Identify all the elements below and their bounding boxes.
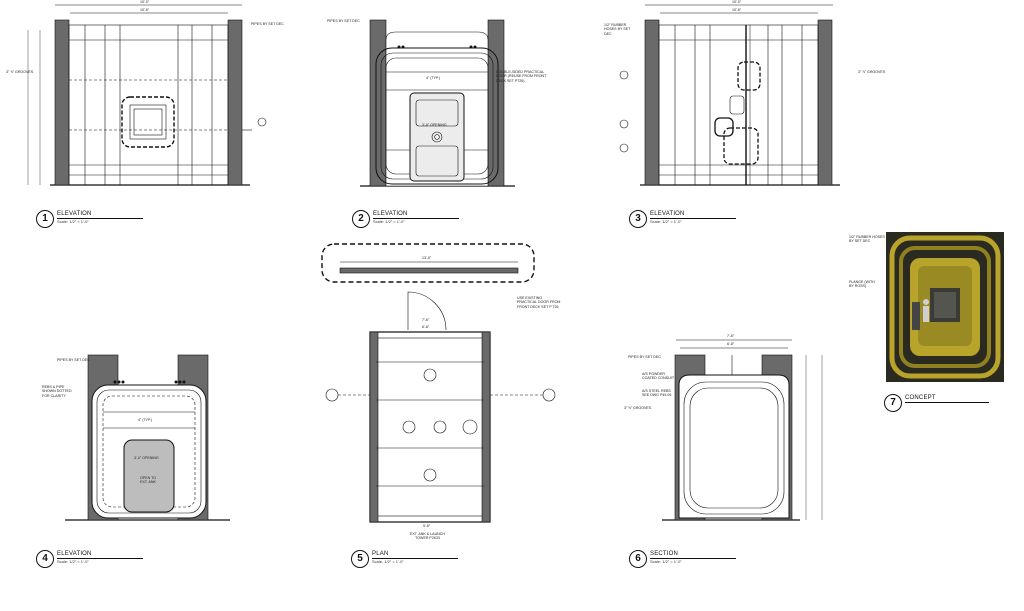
v5-bot-dim: 5'-8" [423,524,431,528]
v4-open-to-note: OPEN TO EXT. ANK [140,476,157,485]
v2-typ-dim: 4" (TYP.) [426,76,441,80]
v4-opening-dim: 3'-0" OPENING [134,456,159,460]
v3-sub-dim: 10'-6" [732,8,742,12]
v7-hoses-note: 1/2" RUBBER HOSES BY SET DEC [849,235,885,244]
v2-pipes-note: PIPES BY SET DEC [327,19,360,23]
v1-top-dim: 10'-0" [140,0,150,4]
v6-w2-dim: 6'-8" [727,342,735,346]
v2-door-note: DOUBLE-SIDED PRACTICAL DOOR (REUSE FROM … [496,70,547,83]
v5-w2-dim: 6'-8" [422,325,430,329]
view-title: PLAN [372,551,389,557]
view-scale: Scale: 1/2" = 1'-0" [372,559,404,564]
view-title: ELEVATION [650,211,685,217]
v2-opening-dim: 3'-0" OPENING [422,123,447,127]
v3-top-dim: 10'-0" [732,0,742,4]
view-5-title: 5 PLAN Scale: 1/2" = 1'-0" [351,550,461,574]
v4-pipes-note: PIPES BY SET DEC [57,358,90,362]
v6-w1-dim: 7'-6" [727,334,735,338]
view-title: ELEVATION [57,211,92,217]
v5-launch-note: EXT. ANK & LAUNCH TOWER P2633 [410,532,445,541]
v5-door-note: USE EXISTING PRACTICAL DOOR FROM FRONT D… [517,296,561,309]
v3-grooves-note: 3" 'V' GROOVES [858,70,886,74]
v5-section-dim: 13'-0" [422,256,432,260]
v3-hoses-note: 1/2" RUBBER HOSES BY SET DEC [604,23,631,36]
view-6-title: 6 SECTION Scale: 1/2" = 1'-0" [629,550,739,574]
view-scale: Scale: 1/2" = 1'-0" [650,219,682,224]
view-scale: Scale: 1/2" = 1'-0" [57,219,89,224]
view-3-title: 3 ELEVATION Scale: 1/2" = 1'-0" [629,210,739,234]
view-number: 2 [352,210,370,228]
view-number: 5 [351,550,369,568]
view-number: 4 [36,550,54,568]
view-title: SECTION [650,551,679,557]
v6-grooves-note: 3" 'V' GROOVES [624,406,652,410]
view-4-title: 4 ELEVATION Scale: 1/2" = 1'-0" [36,550,146,574]
v6-steel-note: A/S STEEL REBS SEE DWG P45.05 [642,389,672,398]
v1-sub-dim: 10'-6" [140,8,150,12]
view-number: 1 [36,210,54,228]
view-scale: Scale: 1/2" = 1'-0" [57,559,89,564]
v1-grooves-note: 3" 'V' GROOVES [6,70,34,74]
concept-rendering [886,232,1004,382]
v7-flange-note: FLANGE (WITH BY ROSS) [849,280,875,289]
view-7-title: 7 CONCEPT [884,394,990,418]
v4-rebs-note: REBS & PIPE SHOWN DOTTED FOR CLARITY [42,385,72,398]
view-number: 3 [629,210,647,228]
v6-conduit-note: A/S POWDER COATED CONDUIT [642,372,675,381]
view-scale: Scale: 1/2" = 1'-0" [650,559,682,564]
view-2-title: 2 ELEVATION Scale: 1/2" = 1'-0" [352,210,462,234]
v5-w1-dim: 7'-6" [422,318,430,322]
view-number: 6 [629,550,647,568]
view-1-title: 1 ELEVATION Scale: 1/2" = 1'-0" [36,210,146,234]
v6-pipes-note: PIPES BY SET DEC [628,355,661,359]
v1-pipes-note: PIPES BY SET DEC [251,22,284,26]
view-scale: Scale: 1/2" = 1'-0" [373,219,405,224]
view-title: ELEVATION [373,211,408,217]
view-title: ELEVATION [57,551,92,557]
view-title: CONCEPT [905,395,936,401]
v4-typ-dim: 4" (TYP.) [138,418,153,422]
view-number: 7 [884,394,902,412]
